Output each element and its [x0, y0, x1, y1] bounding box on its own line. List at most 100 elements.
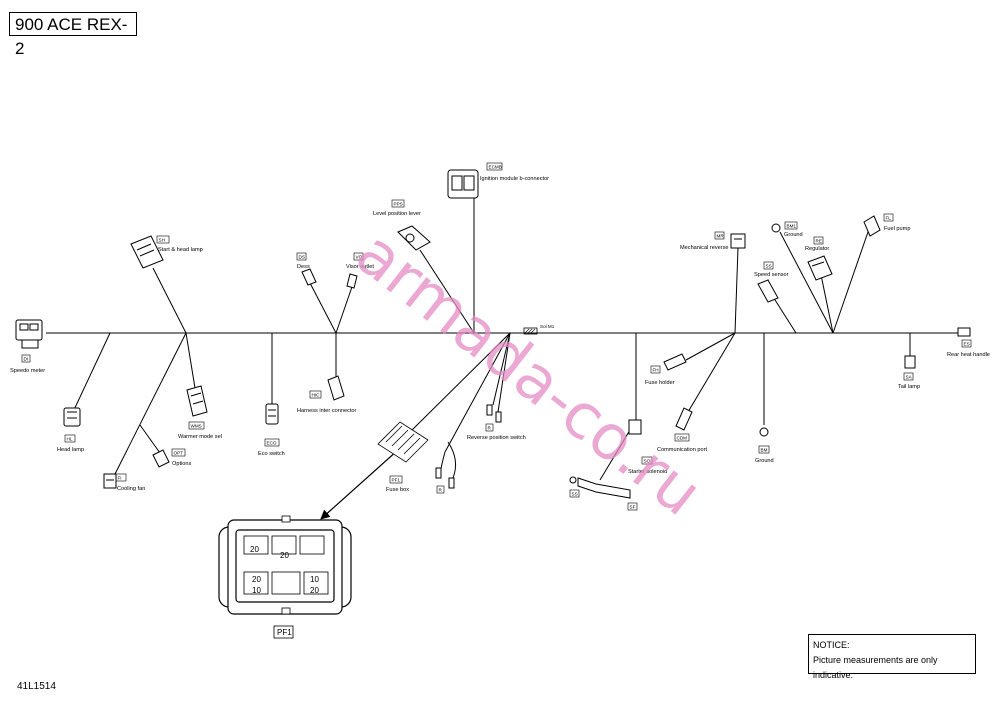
fuel-pump-label: Fuel pump: [884, 226, 910, 232]
rear-heat-connector-icon: [957, 327, 971, 337]
harness-ic-connector-icon: [327, 375, 345, 401]
harness-code: HIC: [312, 393, 321, 398]
rear-heat-label: Rear heat handle: [947, 352, 990, 358]
speedo-label: Speedo meter: [10, 368, 45, 374]
fuse-rating-3: 20: [252, 575, 261, 584]
level-lever-connector-icon: [397, 225, 431, 251]
regulator-connector-icon: [807, 255, 833, 281]
mech-reverse-label: Mechanical reverse: [680, 245, 729, 251]
rear-heat-code: ES: [964, 342, 970, 347]
wire-reverse-1: [444, 332, 511, 453]
wire-comm-port: [687, 332, 736, 413]
head-lamp-label: Head lamp: [57, 447, 84, 453]
diagram-title: 900 ACE REX-2: [9, 12, 137, 58]
fuse-ratings: 20 20 20 10 10 20: [250, 545, 319, 595]
speedo-connector-icon: [15, 319, 43, 349]
wire-fuse-holder: [685, 332, 736, 361]
fuel-pump-connector-icon: [863, 215, 881, 237]
head-lamp-code: HL: [67, 437, 73, 442]
ground2-code: BM: [761, 448, 768, 453]
fuse-holder-code: FH: [653, 368, 659, 373]
fuse-rating-2: 20: [280, 551, 289, 560]
document-number: 41L1514: [17, 681, 56, 692]
ground2-ring-icon: [759, 427, 769, 437]
options-code: OPT: [174, 451, 184, 456]
cooling-fan-label: Cooling fan: [117, 486, 145, 492]
fuse-holder-connector-icon: [663, 353, 687, 371]
visor-code: VO: [356, 255, 363, 260]
comm-port-label: Communication port: [657, 447, 708, 453]
wire-dess: [309, 282, 337, 334]
reverse-switch-label: Reverse position switch: [467, 435, 526, 441]
splice-marker: [523, 327, 538, 335]
warmer-label: Warmer mode sel: [178, 434, 222, 440]
notice-heading: NOTICE:: [813, 640, 850, 650]
wire-level-lever: [419, 249, 475, 334]
tail-lamp-connector-icon: [904, 355, 916, 369]
ground1-ring-icon: [771, 223, 781, 233]
wire-options: [139, 424, 161, 454]
cooling-fan-connector-icon: [103, 473, 117, 489]
wire-reverse-3: [497, 332, 511, 413]
ground2-label: Ground: [755, 458, 774, 464]
harness-label: Harness inter connector: [297, 408, 357, 414]
wire-regulator: [819, 269, 834, 334]
speedo-code: DI: [24, 357, 29, 362]
options-connector-icon: [152, 449, 170, 468]
eco-label: Eco switch: [258, 451, 285, 457]
regulator-label: Regulator: [805, 246, 829, 252]
rev-plug-code: R: [439, 488, 443, 493]
cooling-fan-code: FI: [118, 476, 122, 481]
reverse-switch-connector-icon: [435, 404, 502, 489]
wire-cooling-fan: [112, 332, 187, 479]
wire-fuse-box: [409, 332, 511, 433]
ground1-code: BM1: [787, 224, 797, 229]
fuse-detail-arrow: [320, 449, 399, 520]
ignition-connector-icon: [447, 169, 479, 199]
fuse-rating-5: 10: [310, 575, 319, 584]
start-head-code: SH: [159, 238, 165, 243]
wire-visor: [335, 283, 354, 334]
warmer-code: WMS: [191, 424, 202, 429]
start-head-connector-icon: [130, 235, 164, 269]
warmer-connector-icon: [186, 385, 208, 417]
wire-mech-reverse: [734, 247, 739, 334]
speed-sensor-connector-icon: [757, 279, 779, 303]
visor-label: Visor outlet: [346, 264, 374, 270]
wire-reverse-2: [492, 332, 511, 406]
fuse-rating-4: 10: [252, 586, 261, 595]
mech-reverse-connector-icon: [730, 233, 746, 249]
speed-sensor-code: SS: [766, 264, 772, 269]
tail-lamp-label: Tail lamp: [898, 384, 920, 390]
wire-rev-plug-2: [447, 441, 457, 479]
dess-code: DS: [299, 255, 305, 260]
fuse-detail-label: PF1: [277, 628, 292, 637]
wire-fuel-pump: [832, 231, 869, 334]
fuse-box-label: Fuse box: [386, 487, 409, 493]
options-label: Options: [172, 461, 191, 467]
speed-sensor-label: Speed sensor: [754, 272, 789, 278]
ignition-label: Ignition module b-connector: [480, 176, 549, 182]
tail-lamp-code: SA: [906, 375, 913, 380]
harness-wires: [46, 190, 958, 481]
solenoid-left-code: SS: [572, 492, 578, 497]
fuse-rating-1: 20: [250, 545, 259, 554]
fuse-holder-label: Fuse holder: [645, 380, 675, 386]
wire-head-lamp: [72, 332, 111, 413]
level-lever-label: Level position lever: [373, 211, 421, 217]
solenoid-right-code: SF: [630, 505, 636, 510]
reverse-switch-code: R: [488, 426, 492, 431]
fuse-box-code: PF1: [392, 478, 401, 483]
fuse-box-detail: [218, 515, 352, 615]
dess-label: Dess: [297, 264, 310, 270]
wire-start-head: [152, 267, 187, 334]
head-lamp-connector-icon: [63, 407, 81, 427]
eco-connector-icon: [265, 403, 279, 425]
eco-code: ECO: [267, 441, 277, 446]
level-lever-code: PPS: [394, 202, 403, 207]
dess-connector-icon: [301, 268, 317, 286]
mech-reverse-code: MR: [717, 234, 725, 239]
regulator-code: RE: [816, 239, 822, 244]
wire-ground1: [779, 231, 834, 334]
